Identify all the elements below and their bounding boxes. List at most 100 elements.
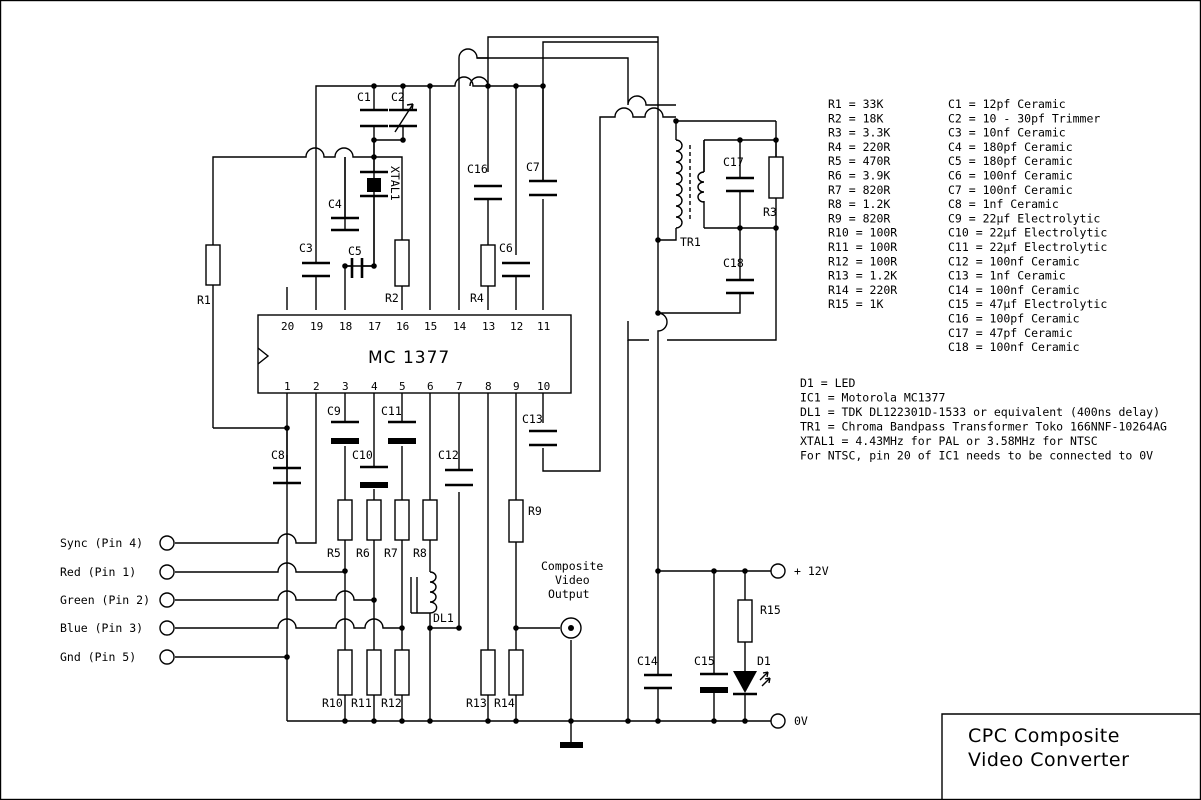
junctions <box>284 83 779 724</box>
capacitor-c4 <box>331 157 359 232</box>
note-item: DL1 = TDK DL122301D-1533 or equivalent (… <box>800 405 1160 419</box>
label-d1: D1 <box>757 654 771 668</box>
label-r1: R1 <box>197 293 211 307</box>
capacitor-c15 <box>700 660 728 697</box>
input-label-red: Red (Pin 1) <box>60 565 136 579</box>
capacitor-c8 <box>273 428 301 485</box>
ic-pin-label: 16 <box>396 320 409 333</box>
terminal-blue[interactable] <box>159 620 175 636</box>
label-dl1: DL1 <box>433 611 454 625</box>
ic-pin-label: 18 <box>339 320 352 333</box>
terminal-sync[interactable] <box>159 535 175 551</box>
label-xtal1: XTAL1 <box>388 166 402 201</box>
terminal-12v[interactable] <box>770 563 786 579</box>
label-r9: R9 <box>528 504 542 518</box>
capacitor-list-item: C7 = 100nf Ceramic <box>948 183 1073 197</box>
label-c13: C13 <box>522 412 543 426</box>
resistor-list-item: R6 = 3.9K <box>828 169 890 183</box>
ic-pin-label: 15 <box>424 320 437 333</box>
capacitor-list-item: C15 = 47µf Electrolytic <box>948 297 1107 311</box>
capacitor-list-item: C6 = 100nf Ceramic <box>948 169 1073 183</box>
capacitor-list-item: C13 = 1nf Ceramic <box>948 269 1066 283</box>
label-r3: R3 <box>763 205 777 219</box>
resistor-list-item: R13 = 1.2K <box>828 269 897 283</box>
resistor-r13 <box>480 649 496 696</box>
ic-pin-label: 1 <box>284 380 291 393</box>
resistor-r15 <box>737 599 753 643</box>
resistor-r6 <box>366 499 382 541</box>
resistor-r3 <box>768 156 784 199</box>
title-block: CPC Composite Video Converter <box>941 713 1201 800</box>
ic-pin-label: 7 <box>456 380 463 393</box>
delay-line-dl1 <box>416 571 438 614</box>
ic-pin-label: 6 <box>427 380 434 393</box>
label-r11: R11 <box>351 696 372 710</box>
power-label-12v: + 12V <box>794 564 829 578</box>
ic-label: MC 1377 <box>368 348 450 368</box>
label-tr1: TR1 <box>680 235 701 249</box>
capacitor-list-item: C18 = 100nf Ceramic <box>948 340 1080 354</box>
resistors <box>205 156 784 696</box>
resistor-r1 <box>205 244 221 286</box>
resistor-list-item: R2 = 18K <box>828 111 883 125</box>
ic-pin-label: 20 <box>281 320 294 333</box>
resistor-list-item: R9 = 820R <box>828 211 890 225</box>
capacitor-c3 <box>302 255 330 287</box>
label-c8: C8 <box>271 448 285 462</box>
ic-pin-label: 9 <box>513 380 520 393</box>
resistor-r5 <box>337 499 353 541</box>
capacitor-c13 <box>529 429 557 447</box>
terminal-green[interactable] <box>159 592 175 608</box>
label-r5: R5 <box>327 546 341 560</box>
label-c3: C3 <box>299 241 313 255</box>
resistor-r7 <box>394 499 410 541</box>
label-c14: C14 <box>637 654 658 668</box>
capacitor-list-item: C5 = 180pf Ceramic <box>948 154 1073 168</box>
input-label-blue: Blue (Pin 3) <box>60 621 143 635</box>
resistor-r2 <box>394 239 410 287</box>
capacitor-c11 <box>388 420 416 444</box>
ic-pin-label: 3 <box>342 380 349 393</box>
label-c4: C4 <box>328 197 342 211</box>
label-c7: C7 <box>526 160 540 174</box>
capacitor-c10 <box>360 465 388 488</box>
capacitor-c12 <box>445 468 473 487</box>
capacitor-c2 <box>389 103 417 133</box>
note-item: XTAL1 = 4.43MHz for PAL or 3.58MHz for N… <box>800 434 1098 448</box>
ic-pin-label: 12 <box>510 320 523 333</box>
label-r12: R12 <box>381 696 402 710</box>
capacitor-c6 <box>502 261 530 278</box>
capacitor-c16 <box>474 184 502 201</box>
terminal-0v[interactable] <box>770 713 786 729</box>
ic-pin-label: 8 <box>485 380 492 393</box>
capacitor-list-item: C4 = 180pf Ceramic <box>948 140 1073 154</box>
io-labels: Sync (Pin 4) Red (Pin 1) Green (Pin 2) B… <box>60 536 829 728</box>
crystal-xtal1 <box>360 170 388 198</box>
resistor-list-item: R1 = 33K <box>828 97 883 111</box>
capacitor-c18 <box>726 260 754 300</box>
label-r4: R4 <box>470 291 484 305</box>
terminal-red[interactable] <box>159 564 175 580</box>
ic-pin-label: 14 <box>453 320 467 333</box>
input-label-gnd: Gnd (Pin 5) <box>60 650 136 664</box>
label-r10: R10 <box>322 696 343 710</box>
component-labels: R1 R2 R3 R4 R5 R6 R7 R8 R9 R10 R11 R12 R… <box>197 90 781 710</box>
capacitor-list-item: C12 = 100nf Ceramic <box>948 254 1080 268</box>
ic-pin-label: 10 <box>537 380 550 393</box>
note-item: TR1 = Chroma Bandpass Transformer Toko 1… <box>800 420 1167 434</box>
terminal-gnd[interactable] <box>159 649 175 665</box>
output-label-line2: Video <box>555 573 590 587</box>
label-r8: R8 <box>413 546 427 560</box>
capacitor-c7 <box>529 179 557 197</box>
capacitor-list-item: C14 = 100nf Ceramic <box>948 283 1080 297</box>
capacitor-c17 <box>726 172 754 197</box>
wiring <box>175 36 777 748</box>
note-item: IC1 = Motorola MC1377 <box>800 391 945 405</box>
resistor-list-item: R5 = 470R <box>828 154 890 168</box>
terminals <box>159 535 786 729</box>
label-c2: C2 <box>391 90 405 104</box>
resistor-list-item: R3 = 3.3K <box>828 126 890 140</box>
resistor-list-item: R15 = 1K <box>828 297 883 311</box>
